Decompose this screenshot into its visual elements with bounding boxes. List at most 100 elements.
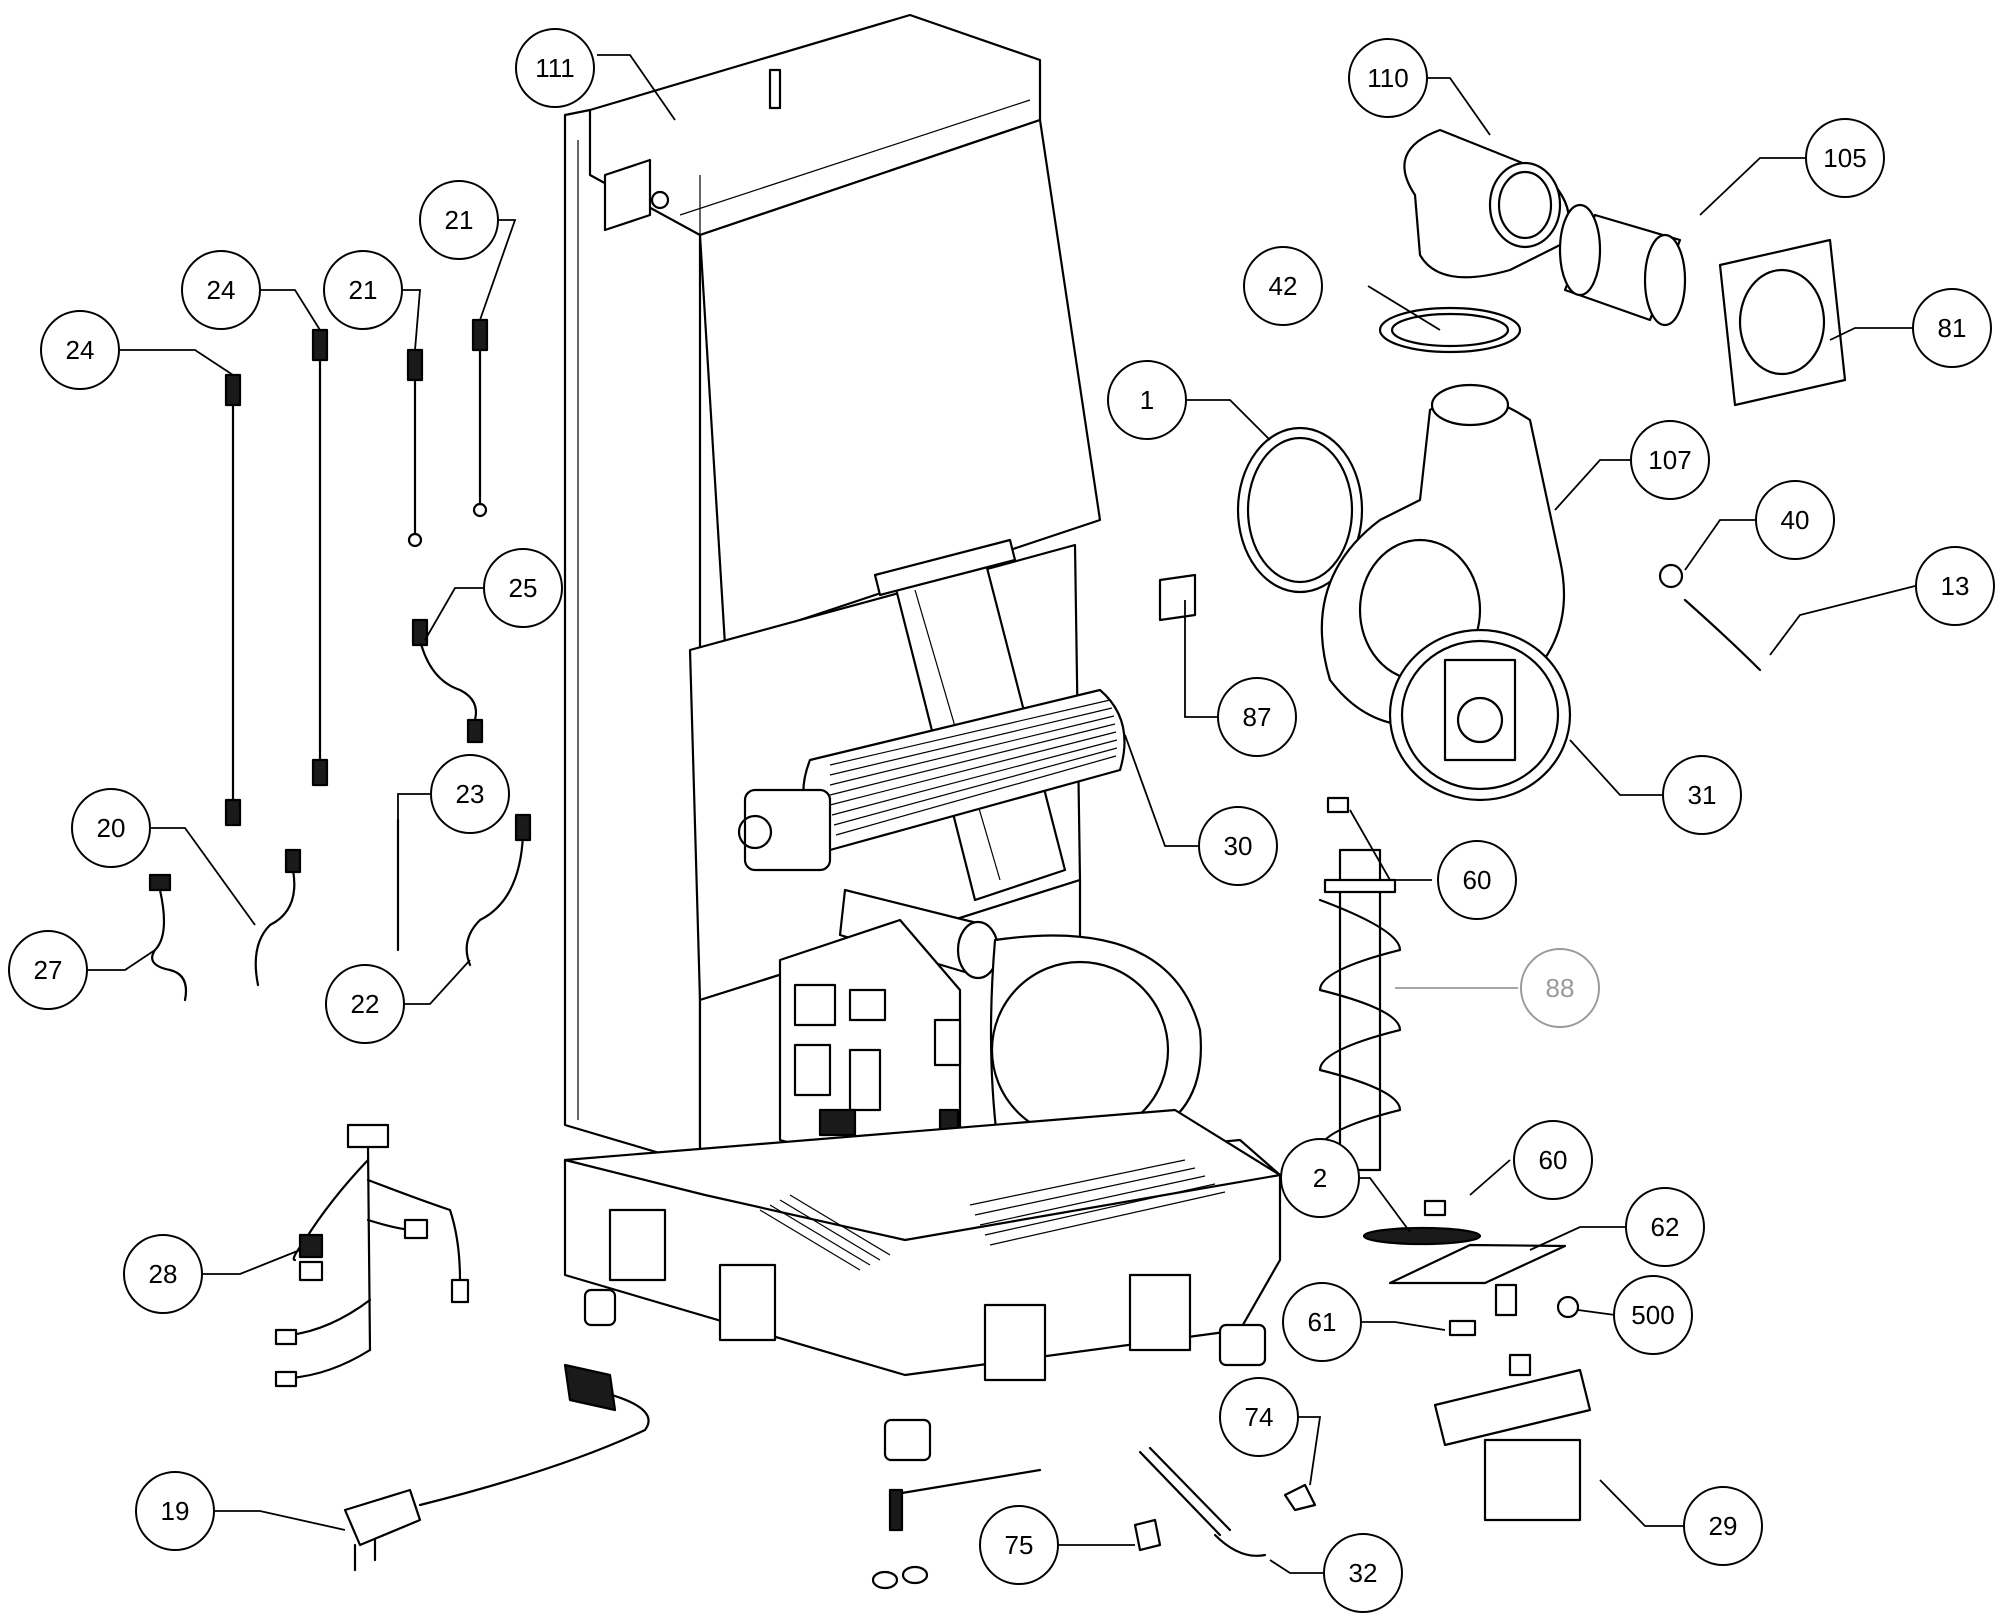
gasket-plate [1362, 1226, 1482, 1246]
svg-text:20: 20 [97, 813, 126, 843]
harness-28 [274, 1123, 470, 1388]
callout-28: 28 [123, 1234, 203, 1314]
sensor-disc [1658, 563, 1684, 589]
clip-74 [1283, 1483, 1317, 1512]
svg-text:24: 24 [66, 335, 95, 365]
svg-text:21: 21 [445, 205, 474, 235]
svg-text:60: 60 [1539, 1145, 1568, 1175]
svg-text:23: 23 [456, 779, 485, 809]
flue-elbow [1403, 128, 1570, 279]
svg-text:81: 81 [1938, 313, 1967, 343]
svg-text:13: 13 [1941, 571, 1970, 601]
callout-110: 110 [1348, 38, 1428, 118]
svg-text:2: 2 [1313, 1163, 1327, 1193]
callout-13: 13 [1915, 546, 1995, 626]
svg-text:110: 110 [1367, 63, 1408, 93]
callout-107: 107 [1630, 420, 1710, 500]
cable-21b [471, 318, 489, 518]
callout-81: 81 [1912, 288, 1992, 368]
svg-text:1: 1 [1140, 385, 1154, 415]
igniter [1138, 1446, 1267, 1557]
svg-text:19: 19 [161, 1496, 190, 1526]
flange-plate [1718, 238, 1847, 407]
svg-text:21: 21 [349, 275, 378, 305]
svg-text:61: 61 [1308, 1307, 1337, 1337]
svg-text:88: 88 [1546, 973, 1575, 1003]
leader-lines [88, 54, 1920, 1574]
svg-text:87: 87 [1243, 702, 1272, 732]
svg-text:25: 25 [509, 573, 538, 603]
svg-text:74: 74 [1245, 1402, 1274, 1432]
callout-29: 29 [1683, 1486, 1763, 1566]
svg-text:31: 31 [1688, 780, 1717, 810]
svg-text:32: 32 [1349, 1558, 1378, 1588]
cable-20 [254, 868, 296, 987]
motor-plate [1388, 1243, 1567, 1285]
gasket-ring [1378, 306, 1522, 354]
bushing-low [1423, 1199, 1447, 1217]
svg-text:75: 75 [1005, 1530, 1034, 1560]
callout-1: 1 [1107, 360, 1187, 440]
callout-42: 42 [1243, 246, 1323, 326]
ring-gasket [1236, 426, 1364, 594]
callout-32: 32 [1323, 1533, 1403, 1613]
callout-25: 25 [483, 548, 563, 628]
svg-text:22: 22 [351, 989, 380, 1019]
callout-500: 500 [1613, 1275, 1693, 1355]
callout-60-top: 60 [1437, 840, 1517, 920]
svg-text:107: 107 [1648, 445, 1691, 475]
bushing-61 [1448, 1319, 1477, 1337]
callout-24-left: 24 [40, 310, 120, 390]
cable-24a [224, 373, 242, 827]
svg-text:24: 24 [207, 275, 236, 305]
callout-62: 62 [1625, 1187, 1705, 1267]
callout-30: 30 [1198, 806, 1278, 886]
auger [1318, 848, 1402, 1172]
callout-88: 88 [1520, 948, 1600, 1028]
svg-text:62: 62 [1651, 1212, 1680, 1242]
cable-22 [465, 833, 525, 967]
callout-27: 27 [8, 930, 88, 1010]
callout-74: 74 [1219, 1377, 1299, 1457]
fume-fan-motor [1388, 628, 1572, 802]
callout-40: 40 [1755, 480, 1835, 560]
flue-pipe [1558, 203, 1687, 327]
callout-23: 23 [430, 754, 510, 834]
svg-text:30: 30 [1224, 831, 1253, 861]
washer-500 [1556, 1295, 1580, 1319]
svg-text:500: 500 [1631, 1300, 1674, 1330]
callout-22: 22 [325, 964, 405, 1044]
callout-60-low: 60 [1513, 1120, 1593, 1200]
cap-75 [1133, 1518, 1162, 1552]
cable-25 [418, 638, 478, 722]
svg-text:27: 27 [34, 955, 63, 985]
svg-text:28: 28 [149, 1259, 178, 1289]
gearmotor [1433, 1353, 1592, 1522]
callout-87: 87 [1217, 677, 1297, 757]
svg-text:40: 40 [1781, 505, 1810, 535]
callout-24-right: 24 [181, 250, 261, 330]
callout-19: 19 [135, 1471, 215, 1551]
svg-text:42: 42 [1269, 271, 1298, 301]
callout-105: 105 [1805, 118, 1885, 198]
callout-2: 2 [1280, 1138, 1360, 1218]
callout-75: 75 [979, 1505, 1059, 1585]
svg-text:111: 111 [535, 53, 575, 83]
svg-text:105: 105 [1823, 143, 1866, 173]
power-cord-19 [343, 1363, 650, 1572]
callout-61: 61 [1282, 1282, 1362, 1362]
cable-27 [151, 888, 188, 1002]
callout-111: 111 [515, 28, 595, 108]
callout-31: 31 [1662, 755, 1742, 835]
cable-21a [406, 348, 424, 548]
bushing-top [1326, 796, 1350, 814]
tangential-fan [737, 688, 1126, 872]
svg-text:29: 29 [1709, 1511, 1738, 1541]
callout-21-left: 21 [323, 250, 403, 330]
cable-24b [311, 328, 329, 787]
callout-21-right: 21 [419, 180, 499, 260]
svg-text:60: 60 [1463, 865, 1492, 895]
stove-body [563, 13, 1282, 1462]
callout-20: 20 [71, 788, 151, 868]
